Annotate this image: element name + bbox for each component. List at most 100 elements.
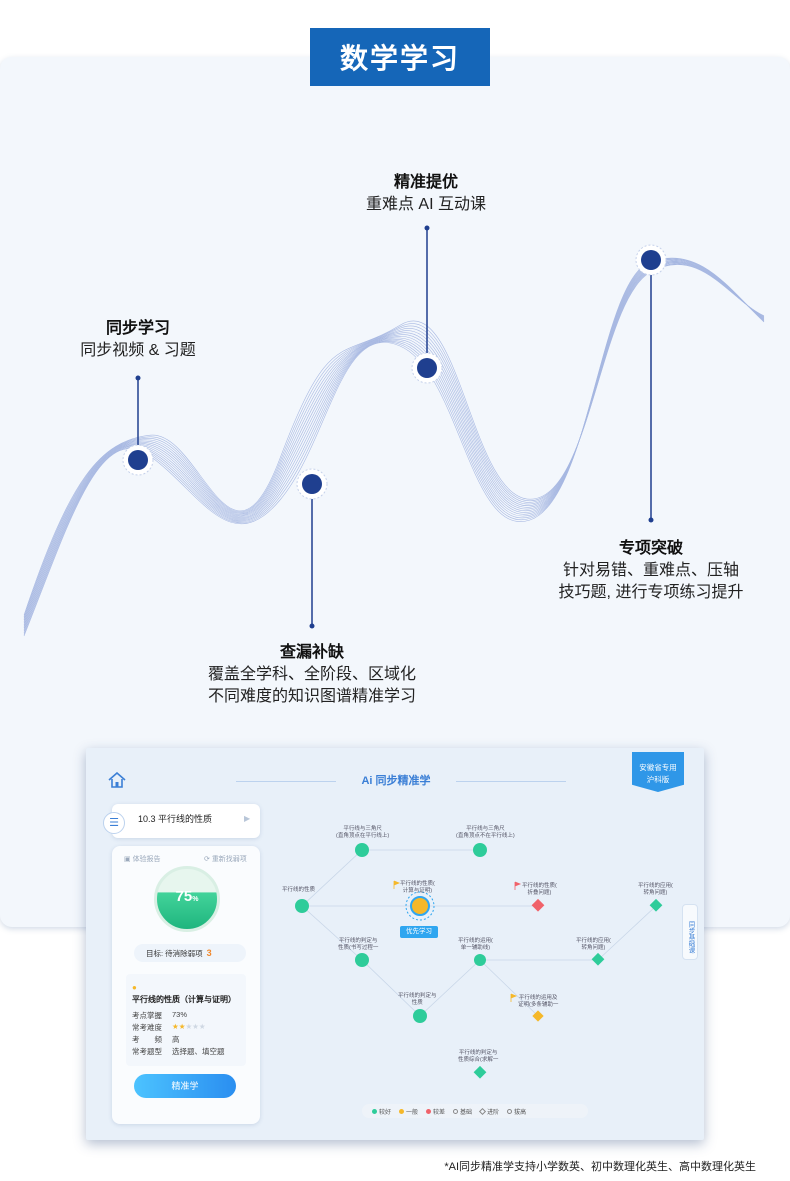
- lesson-bar[interactable]: [112, 804, 260, 838]
- precise-study-button[interactable]: 精准学: [134, 1074, 236, 1098]
- app-title: Ai 同步精准学: [361, 775, 431, 787]
- wave-line: [23, 262, 765, 622]
- map-node-good: [355, 953, 369, 967]
- map-node-poor: [531, 898, 545, 912]
- milestone-heading: 精准提优: [393, 174, 458, 191]
- milestone-sync: 同步学习 同步视频 & 习题: [58, 318, 218, 362]
- legend-normal: 一般: [399, 1107, 418, 1116]
- kp-row: 考 频高: [132, 1034, 180, 1045]
- map-node-label: 平行线的性质(折叠问题): [522, 883, 557, 896]
- wave-line: [23, 260, 765, 629]
- mastery-gauge: [154, 866, 220, 932]
- legend-good: 较好: [372, 1107, 391, 1116]
- map-node-good: [474, 954, 486, 966]
- wave-line: [23, 264, 765, 616]
- map-node-good: [295, 899, 309, 913]
- milestone-desc: 重难点 AI 互动课: [365, 196, 486, 213]
- milestone-desc: 技巧题, 进行专项练习提升: [558, 584, 744, 601]
- badge-edition: 沪科版: [646, 775, 670, 784]
- map-node-good: [473, 843, 487, 857]
- play-icon[interactable]: ▶: [244, 814, 251, 823]
- map-node-label: 平行线的判定与性质(书写过程一: [338, 938, 379, 951]
- legend-label: 拔高: [514, 1109, 527, 1116]
- footnote: *AI同步精准学支持小学数英、初中数理化英生、高中数理化英生: [444, 1161, 756, 1173]
- home-icon[interactable]: [108, 772, 126, 788]
- map-node-label: 平行线的判定与性质: [398, 993, 437, 1006]
- wave-line: [23, 262, 765, 621]
- milestone-node: [411, 352, 443, 384]
- map-node-label: 平行线的应用(转角问题): [576, 938, 611, 951]
- map-legend: 较好 一般 较差 基础 进阶 拔高: [362, 1104, 588, 1118]
- map-node-label: 平行线与三角尺(直角顶点不在平行线上): [456, 826, 515, 839]
- kp-key: 考点掌握: [132, 1011, 162, 1020]
- kp-value: 73%: [172, 1010, 188, 1019]
- milestone-heading: 同步学习: [105, 320, 170, 337]
- milestone-desc: 不同难度的知识图谱精准学习: [207, 688, 416, 705]
- map-node-label: 平行线的性质(计算与证明): [400, 881, 435, 894]
- page-title: 数学学习: [310, 28, 490, 86]
- lesson-title: 10.3 平行线的性质: [138, 814, 213, 824]
- knowledge-point-box: [126, 974, 246, 1066]
- sync-basic-course-tab[interactable]: 同步基础课: [682, 904, 698, 960]
- flag-icon: [514, 881, 522, 890]
- knowledge-point-title: ● 平行线的性质（计算与证明）: [132, 983, 236, 1004]
- map-node-label: 平行线的判定与性质综合(求解一: [458, 1050, 499, 1063]
- map-node-good: [355, 843, 369, 857]
- gauge-value: 75: [175, 888, 193, 905]
- map-node-good: [473, 1065, 487, 1079]
- legend-expert: 拔高: [507, 1107, 526, 1116]
- wave-line: [23, 263, 765, 619]
- milestone-desc: 覆盖全学科、全阶段、区域化: [207, 666, 416, 683]
- header-divider: [456, 781, 566, 782]
- header-divider: [236, 781, 336, 782]
- menu-icon[interactable]: ☰: [103, 812, 125, 834]
- legend-poor: 较差: [426, 1107, 445, 1116]
- priority-tag[interactable]: 优先学习: [400, 926, 438, 938]
- legend-label: 较差: [433, 1109, 446, 1116]
- milestone-desc: 针对易错、重难点、压轴: [562, 562, 739, 579]
- kp-key: 常考题型: [132, 1047, 162, 1056]
- goal-count: 3: [206, 948, 212, 958]
- report-link-label: 体验报告: [132, 856, 161, 863]
- kp-row: 考点掌握 73%: [132, 1010, 187, 1021]
- flag-icon: [510, 993, 518, 1002]
- kp-row: 常考题型选择题、填空题: [132, 1046, 225, 1057]
- map-node-label: 平行线的运用及证明(多条辅助一: [518, 995, 559, 1008]
- report-link[interactable]: ▣ 体验报告: [124, 856, 161, 863]
- milestone-heading: 查漏补缺: [279, 644, 344, 661]
- map-node-good: [591, 952, 605, 966]
- goal-label: 目标: 待消除弱项: [146, 949, 203, 958]
- map-node-label: 平行线的应用(转角问题): [638, 883, 673, 896]
- refresh-link-label: 重新找弱项: [211, 856, 247, 863]
- flag-icon: [393, 880, 401, 889]
- wave-line: [23, 260, 765, 627]
- learning-wave-graphic: [23, 225, 765, 637]
- mastery-percent: 75%: [154, 888, 220, 905]
- kp-key: 常考难度: [132, 1023, 162, 1032]
- knowledge-map: [295, 843, 663, 1079]
- legend-label: 基础: [460, 1109, 473, 1116]
- milestone-breakthrough: 专项突破 针对易错、重难点、压轴 技巧题, 进行专项练习提升: [536, 538, 766, 604]
- wave-line: [23, 263, 765, 617]
- kp-value: 高: [172, 1035, 180, 1044]
- gauge-unit: %: [192, 896, 199, 903]
- map-node-label: 平行线与三角尺(直角顶点在平行线上): [336, 826, 390, 839]
- map-node-label: 平行线的性质: [282, 887, 316, 893]
- kp-title-text: 平行线的性质（计算与证明）: [132, 995, 236, 1004]
- milestone-gap-fill: 查漏补缺 覆盖全学科、全阶段、区域化 不同难度的知识图谱精准学习: [182, 642, 442, 708]
- milestone-desc: 同步视频 & 习题: [80, 342, 196, 359]
- app-header: Ai 同步精准学 安徽省专用 沪科版: [86, 748, 704, 792]
- kp-row: 常考难度 ★★★★★: [132, 1022, 206, 1033]
- milestone-node: [122, 444, 154, 476]
- badge-region: 安徽省专用: [639, 763, 677, 772]
- map-node-focus-ring: [405, 891, 435, 921]
- refresh-link[interactable]: ⟳ 重新找弱项: [204, 856, 247, 863]
- wave-line: [23, 261, 765, 625]
- milestone-heading: 专项突破: [618, 540, 683, 557]
- app-screenshot: Ai 同步精准学 安徽省专用 沪科版 ☰ 10.3 平行线的性质 ▶ ▣ 体验报…: [86, 748, 704, 1140]
- milestone-improve: 精准提优 重难点 AI 互动课: [346, 172, 506, 216]
- difficulty-stars: ★★★★★: [172, 1022, 206, 1031]
- legend-basic: 基础: [453, 1107, 472, 1116]
- legend-label: 较好: [379, 1109, 392, 1116]
